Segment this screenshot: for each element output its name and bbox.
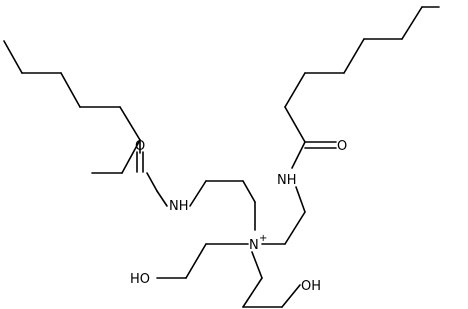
quaternary-nitrogen-label: N (249, 238, 259, 253)
bond (295, 186, 306, 213)
bond (401, 6, 423, 40)
bond (146, 172, 158, 192)
amide-nitrogen-right-label: NH (277, 173, 297, 188)
carbonyl-oxygen-left-label: O (135, 139, 145, 154)
bond (60, 72, 81, 108)
bond (185, 243, 207, 279)
right-hydroxyethyl-arm (242, 251, 301, 308)
bond (284, 211, 306, 245)
amide-nitrogen-left-label: NH (169, 199, 189, 214)
left-hydroxyethyl-arm (156, 243, 249, 279)
bond (242, 277, 263, 308)
bond (343, 38, 365, 74)
hydroxyl-left-label: HO (130, 272, 150, 287)
bond (3, 40, 23, 74)
bond (242, 180, 256, 203)
left-ethylene-linker (146, 172, 256, 231)
bond (251, 251, 263, 279)
bond (291, 141, 306, 169)
bond (281, 284, 301, 308)
bond (284, 106, 306, 143)
bond (156, 190, 168, 207)
right-octanoyl-chain (284, 6, 440, 169)
carbonyl-oxygen-right-label: O (337, 139, 347, 154)
hydroxyl-right-label: OH (301, 279, 321, 294)
bond (119, 106, 141, 141)
positive-charge-label: + (259, 233, 267, 244)
left-octanoyl-chain (3, 40, 144, 174)
bond (189, 180, 207, 207)
right-ethylene-linker (261, 186, 306, 245)
atom-labels: O NH O NH N + HO OH (130, 139, 347, 294)
bond (284, 72, 306, 108)
bond (121, 139, 141, 174)
